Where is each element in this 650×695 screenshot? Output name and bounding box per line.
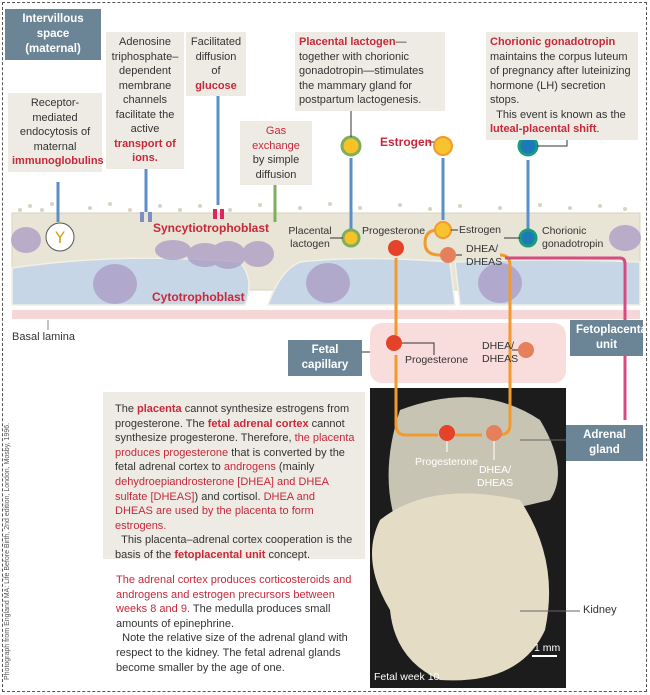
blue-arrows (56, 84, 530, 232)
adrenal-gland-shape (388, 397, 558, 520)
intervillous-space-label: Intervillous space (maternal) (5, 9, 101, 60)
estrogen-top (433, 136, 453, 156)
estrogen-top-label: Estrogen (380, 135, 433, 149)
glucose-term: glucose (195, 79, 237, 92)
gas-exchange-term: Gas exchange (252, 125, 300, 152)
hcg-text: maintains the corpus luteum of pregnancy… (490, 50, 631, 107)
kidney-label: Kidney (583, 604, 617, 616)
placental-lactogen-term: Placental lactogen (299, 36, 396, 48)
progesterone-capillary-dot (386, 335, 402, 351)
fetal-capillary-label: Fetal capillary (288, 340, 362, 376)
dhea-adrenal-label: DHEA/ DHEAS (477, 464, 514, 489)
immunoglobulin-vesicle (45, 222, 75, 252)
photo-credit: Photograph from England MA: Life Before … (4, 422, 11, 680)
endocytosis-callout: Receptor-mediated endocytosis of materna… (8, 93, 104, 172)
hcg-term: Chorionic gonadotropin (490, 36, 616, 48)
nuclei (11, 225, 641, 304)
microvilli (18, 202, 627, 212)
fetal-capillary (370, 323, 566, 383)
dhea-capillary-label: DHEA/ DHEAS (482, 340, 519, 365)
gas-exchange-callout: Gas exchange by simple diffusion (240, 121, 312, 185)
scale-bar-label: 1 mm (534, 642, 561, 654)
luteal-placental-shift-term: luteal-placental shift (490, 123, 597, 135)
estrogen-label: Estrogen (459, 224, 502, 236)
placental-lactogen-text: —together with chorionic gonadotropin—st… (299, 36, 424, 106)
kidney-shape (372, 493, 550, 681)
transport-of-ions-term: transport of ions. (114, 137, 176, 165)
basal-lamina-label: Basal lamina (12, 331, 75, 343)
svg-text:Y: Y (54, 228, 65, 247)
progesterone-dot (388, 240, 404, 256)
placental-lactogen-callout: Placental lactogen—together with chorion… (295, 32, 445, 111)
adrenal-cortex-explanation: The adrenal cortex produces corticostero… (116, 574, 352, 674)
glucose-callout: Facilitated diffusion of glucose (186, 32, 246, 96)
syncytiotrophoblast-label: Syncytiotrophoblast (153, 221, 270, 235)
placental-lactogen-label: Placental lactogen (288, 225, 332, 250)
progesterone-adrenal-dot (439, 425, 455, 441)
placenta-explanation-box: The placenta cannot synthesize estrogens… (103, 392, 365, 561)
hcg-top (517, 135, 539, 157)
hcg-text-2: This event is known as the (496, 108, 626, 121)
basal-lamina-band (12, 310, 640, 319)
dhea-label: DHEA/ DHEAS (466, 243, 503, 268)
hcg-callout: Chorionic gonadotropin maintains the cor… (486, 32, 638, 140)
atp-channels-text: Adenosine triphosphate–dependent membran… (111, 36, 179, 135)
orange-pathway (394, 228, 512, 437)
hcg-label: Chorionic gonadotropin (542, 225, 604, 250)
placental-lactogen-dot (341, 228, 361, 248)
estrogen-dot (434, 221, 452, 239)
fetoplacental-line (505, 256, 627, 420)
dhea-capillary-dot (518, 342, 534, 358)
placental-lactogen-top (340, 135, 362, 157)
gas-exchange-text: by simple diffusion (252, 154, 300, 181)
fetoplacental-unit-label: Fetoplacental unit (570, 320, 650, 356)
cytotrophoblast-cell-2 (266, 257, 456, 306)
progesterone-adrenal-label: Progesterone (415, 456, 479, 468)
adrenal-gland-label: Adrenal gland (566, 425, 643, 461)
immunoglobulins-term: immunoglobulins (12, 155, 104, 167)
endocytosis-text: Receptor-mediated endocytosis of materna… (19, 97, 91, 153)
progesterone-label: Progesterone (362, 225, 426, 237)
dhea-adrenal-dot (486, 425, 502, 441)
cytotrophoblast-label: Cytotrophoblast (152, 290, 245, 304)
fetal-week-label: Fetal week 10 (374, 671, 440, 683)
glucose-text: Facilitated diffusion of (190, 36, 242, 77)
hcg-dot (518, 228, 538, 248)
atp-channels-callout: Adenosine triphosphate–dependent membran… (106, 32, 184, 169)
dhea-dot (440, 247, 456, 263)
progesterone-capillary-label: Progesterone (405, 354, 469, 366)
